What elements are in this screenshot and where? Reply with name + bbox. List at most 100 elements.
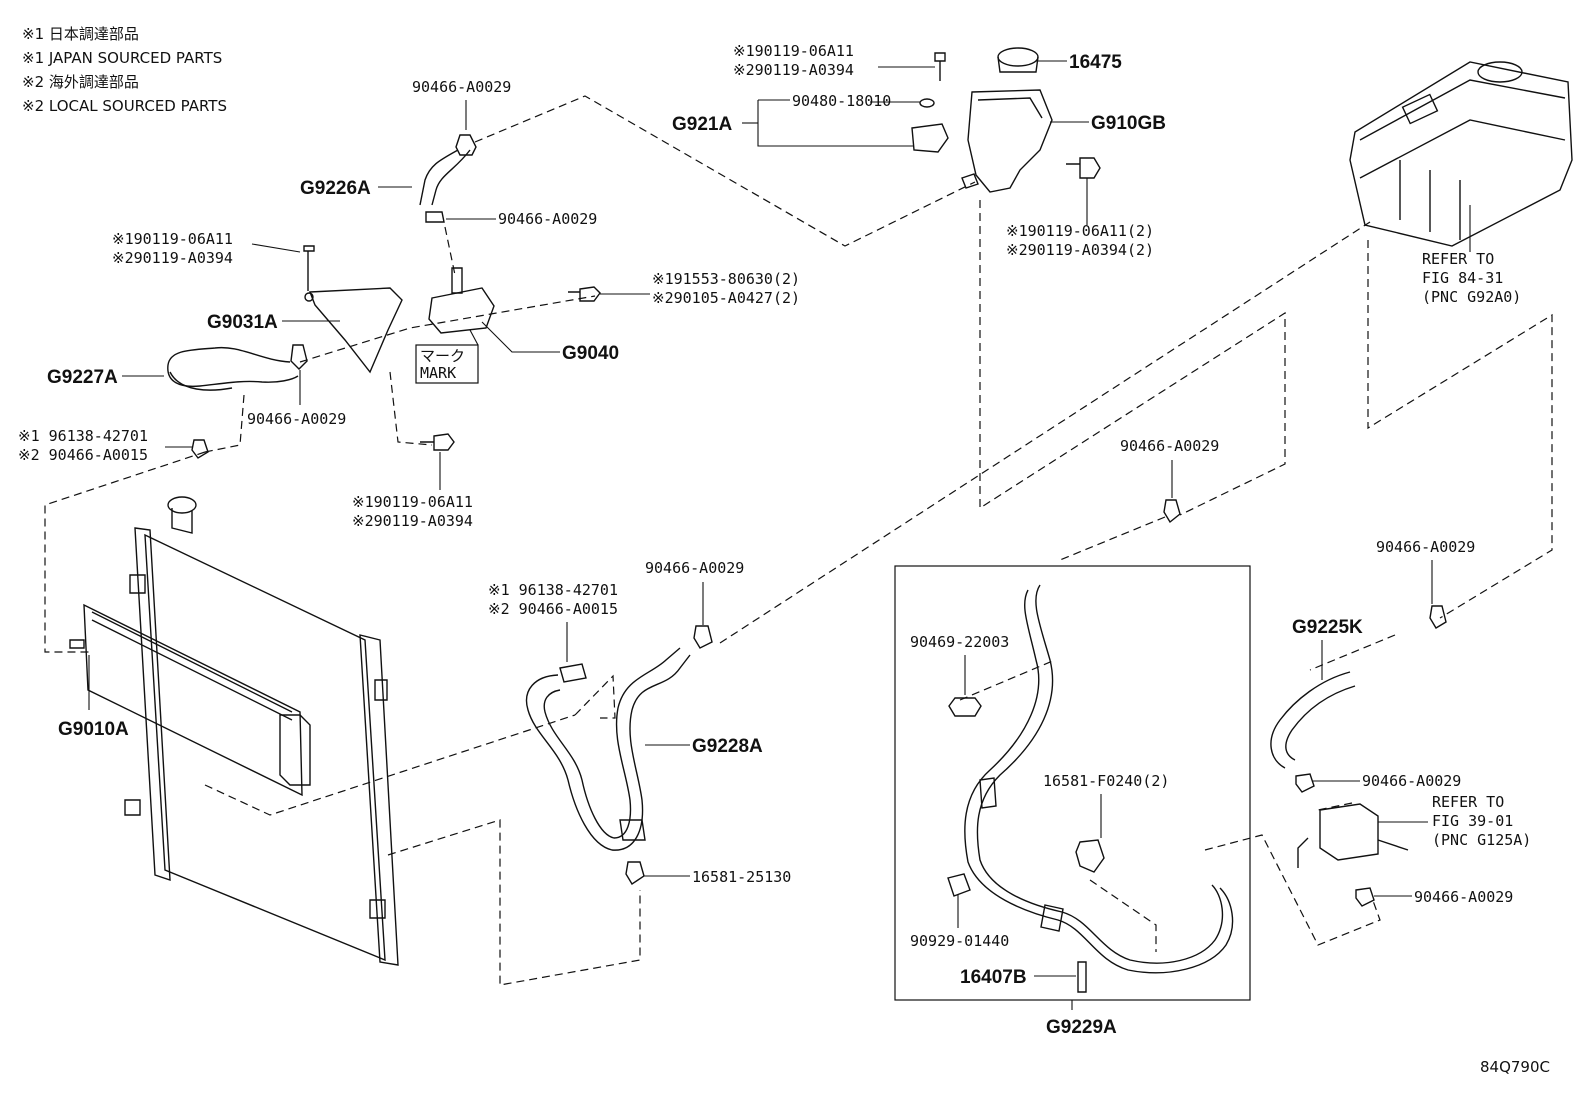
- label-bracket-g921a: G921A: [672, 114, 732, 135]
- label-bolt-valve-2: ※290105-A0427(2): [652, 289, 800, 307]
- clamp-mid-right-icon: [1163, 499, 1181, 524]
- bracket-valve-assembly: ※190119-06A11 ※290119-A0394 G9031A ※1915…: [112, 230, 800, 530]
- label-clip-mid-1: ※1 96138-42701: [488, 581, 618, 599]
- tank-bolt-icon: [934, 52, 946, 81]
- label-clamp-mid-right: 90466-A0029: [1120, 437, 1219, 455]
- bolt-bracket-icon: [303, 245, 315, 291]
- gasket-icon: [919, 98, 935, 108]
- plug-16407b-icon: [1077, 961, 1087, 993]
- hose-g9227a-inner: [169, 371, 233, 391]
- label-refer-cooler-1: REFER TO: [1432, 793, 1504, 811]
- label-clip-left-1: ※1 96138-42701: [18, 427, 148, 445]
- label-clamp-mid: 90466-A0029: [645, 559, 744, 577]
- hose-g9229a-joint-top: [979, 777, 997, 809]
- hose-g9227a-assembly: G9227A 90466-A0029 ※1 96138-42701 ※2 904…: [18, 344, 346, 464]
- note-line-3: ※2 海外調達部品: [22, 73, 139, 91]
- radiator-core-shape: [144, 533, 386, 962]
- clamp-right-top-icon: [1429, 605, 1447, 629]
- label-bracket-g9031a: G9031A: [207, 312, 278, 333]
- label-bolt-valve-1: ※191553-80630(2): [652, 270, 800, 288]
- label-clamp-left: 90466-A0029: [247, 410, 346, 428]
- label-clamp-90469: 90469-22003: [910, 633, 1009, 651]
- label-clamp-16581: 16581-25130: [692, 868, 791, 886]
- label-refer-cooler-3: (PNC G125A): [1432, 831, 1531, 849]
- label-gasket: 90480-18010: [792, 92, 891, 110]
- hose-g9229a-shape: [976, 584, 1224, 964]
- clamp-16581-f-icon: [1075, 839, 1105, 873]
- inverter-shape: [1349, 61, 1573, 247]
- label-hose-g9228a: G9228A: [692, 736, 763, 757]
- clamp-left-icon: [290, 344, 308, 370]
- label-clamp-90929: 90929-01440: [910, 932, 1009, 950]
- tank-g910gb-shape: [967, 89, 1053, 193]
- hose-g9225k-assembly: 90466-A0029 G9225K 90466-A0029 REFER TO …: [1270, 538, 1531, 907]
- label-clamp-right-low: 90466-A0029: [1414, 888, 1513, 906]
- clamp-90469-icon: [948, 697, 982, 717]
- hose-g9228a-assembly: ※1 96138-42701 ※2 90466-A0015 90466-A002…: [488, 559, 791, 886]
- label-cap-16475: 16475: [1069, 52, 1122, 73]
- label-clamp-16581-f: 16581-F0240(2): [1043, 772, 1169, 790]
- label-clip-mid-2: ※2 90466-A0015: [488, 600, 618, 618]
- label-tank-bolt-1: ※190119-06A11: [733, 42, 854, 60]
- label-hose-g9226a: G9226A: [300, 178, 371, 199]
- clip-left-icon: [191, 439, 209, 459]
- label-tank-bolt-2: ※290119-A0394: [733, 61, 854, 79]
- bracket-g921a-shape: [911, 123, 949, 153]
- clamp-mid-right-assembly: 90466-A0029: [1120, 437, 1219, 524]
- label-bolt-bracket-2: ※290119-A0394: [112, 249, 233, 267]
- valve-stem-icon: [451, 267, 463, 294]
- label-bolt-bracket-1: ※190119-06A11: [112, 230, 233, 248]
- hose-g9228a-shape: [525, 654, 691, 851]
- sourcing-notes: ※1 日本調達部品 ※1 JAPAN SOURCED PARTS ※2 海外調達…: [22, 25, 227, 115]
- hose-g9227a-shape: [167, 346, 299, 388]
- label-bolt-lower-2: ※290119-A0394: [352, 512, 473, 530]
- g9229a-box-assembly: 90469-22003 16581-F0240(2) 90929-01440 1…: [894, 565, 1251, 1038]
- hose-g9228a-joint: [619, 819, 646, 841]
- label-bolt-lower-1: ※190119-06A11: [352, 493, 473, 511]
- clamp-right-low-icon: [1355, 887, 1375, 907]
- inverter-assembly: REFER TO FIG 84-31 (PNC G92A0): [1349, 61, 1573, 306]
- label-hose-g9225k: G9225K: [1292, 617, 1363, 638]
- label-tank-side-bolt-2: ※290119-A0394(2): [1006, 241, 1154, 259]
- reservoir-tank-assembly: 16475 ※190119-06A11 ※290119-A0394 90480-…: [672, 42, 1166, 259]
- label-tank-side-bolt-1: ※190119-06A11(2): [1006, 222, 1154, 240]
- dashed-connection-lines: [44, 95, 1553, 986]
- label-refer-inverter-1: REFER TO: [1422, 250, 1494, 268]
- radiator-cap-icon: [167, 496, 197, 514]
- label-clamp-right-top: 90466-A0029: [1376, 538, 1475, 556]
- hose-g9225k-shape: [1270, 671, 1351, 769]
- condenser-shape: [83, 603, 303, 797]
- label-refer-inverter-3: (PNC G92A0): [1422, 288, 1521, 306]
- label-radiator-g9010a: G9010A: [58, 719, 129, 740]
- radiator-assembly: G9010A: [58, 496, 399, 966]
- bracket-g9031a-shape: [308, 287, 403, 374]
- mark-box: [415, 344, 479, 384]
- clamp-right-mid-icon: [1295, 773, 1315, 793]
- label-refer-cooler-2: FIG 39-01: [1432, 812, 1513, 830]
- bolt-lower-icon: [420, 433, 455, 451]
- label-plug-16407b: 16407B: [960, 967, 1027, 988]
- clamp-mid-icon: [693, 625, 713, 649]
- label-tank-g910gb: G910GB: [1091, 113, 1166, 134]
- upper-hose-assembly: 90466-A0029 G9226A 90466-A0029: [300, 78, 597, 228]
- label-refer-inverter-2: FIG 84-31: [1422, 269, 1503, 287]
- cap-16475-icon: [997, 47, 1039, 67]
- tank-side-bolt-icon: [1066, 157, 1101, 179]
- note-line-1: ※1 日本調達部品: [22, 25, 139, 43]
- label-valve-g9040: G9040: [562, 343, 619, 364]
- label-clamp-upper-top: 90466-A0029: [412, 78, 511, 96]
- clamp-top-icon: [455, 134, 477, 156]
- bolt-valve-icon: [568, 286, 601, 302]
- note-line-2: ※1 JAPAN SOURCED PARTS: [22, 49, 222, 67]
- oil-cooler-shape: [1319, 803, 1379, 861]
- clamp-mid-icon: [425, 211, 445, 223]
- clip-mid-icon: [559, 663, 587, 683]
- clamp-16581-icon: [625, 861, 645, 885]
- label-mark-jp: マーク: [420, 347, 465, 365]
- label-clamp-right-mid: 90466-A0029: [1362, 772, 1461, 790]
- hose-g9229a-joint-low: [1040, 904, 1064, 932]
- drawing-code: 84Q790C: [1480, 1058, 1550, 1076]
- note-line-4: ※2 LOCAL SOURCED PARTS: [22, 97, 227, 115]
- tank-outlet-icon: [961, 173, 979, 189]
